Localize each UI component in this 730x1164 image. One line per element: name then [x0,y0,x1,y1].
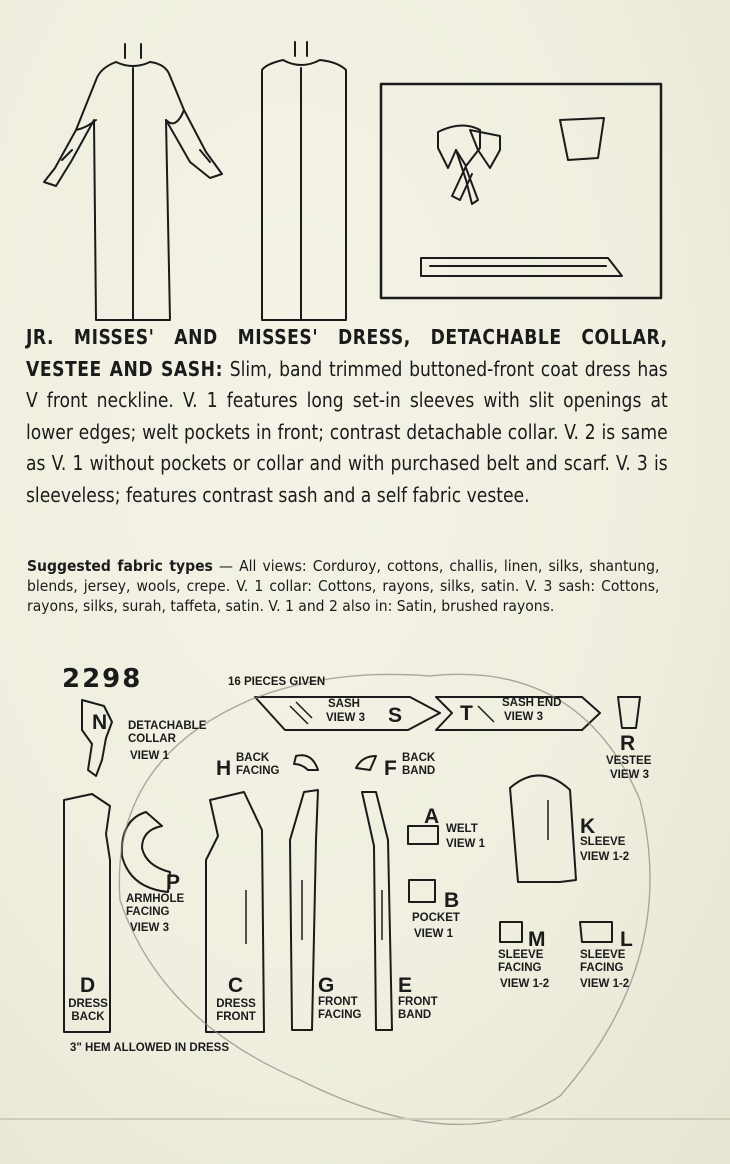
piece-l-letter: L [620,928,633,951]
dress-back-view-sleeveless [261,41,347,321]
piece-b-shape [408,879,436,903]
piece-g-letter: G [318,974,335,997]
piece-h-shape [293,754,319,771]
pattern-description: JR. MISSES' AND MISSES' DRESS, DETACHABL… [26,322,668,511]
piece-k-shape [509,774,577,883]
piece-m-view: VIEW 1-2 [500,978,550,990]
piece-f-letter: F [384,757,397,780]
piece-h-name: BACK FACING [236,752,280,777]
piece-g-shape [289,789,319,1031]
piece-m-shape [499,921,523,943]
fabric-lead: Suggested fabric types [27,557,213,575]
piece-s-view: VIEW 3 [326,712,365,724]
piece-l-shape [579,921,613,943]
piece-d-letter: D [80,974,96,997]
piece-g-name: FRONT FACING [318,996,362,1021]
piece-n-view: VIEW 1 [130,750,169,762]
piece-n-name-text: DETACHABLE COLLAR [128,720,207,745]
piece-t-view: VIEW 3 [504,711,543,723]
piece-p-letter: P [166,871,181,894]
piece-r-view: VIEW 3 [610,769,649,781]
piece-k-name: SLEEVE [580,836,626,848]
bottom-rule [0,1118,730,1120]
piece-e-name: FRONT BAND [398,996,438,1021]
piece-p-name: ARMHOLE FACING [126,893,185,918]
piece-t-shape [435,696,601,731]
piece-l-view: VIEW 1-2 [580,978,630,990]
piece-p-shape [120,811,171,893]
piece-c-shape [205,791,265,1033]
piece-t-letter: T [460,702,473,725]
piece-n-name: DETACHABLE COLLAR [128,720,220,746]
dress-back-view-sleeved [43,43,223,321]
piece-e-shape [361,791,393,1031]
piece-r-name: VESTEE [606,755,652,767]
piece-h-letter: H [216,757,232,780]
description-title: JR. MISSES' AND MISSES' DRESS, DETACHABL… [26,325,668,381]
pencil-loop [118,673,651,1126]
piece-f-shape [355,755,377,771]
piece-f-name: BACK BAND [402,752,436,777]
piece-a-view: VIEW 1 [446,838,485,850]
piece-r-shape [617,696,641,729]
piece-a-letter: A [424,805,440,828]
piece-t-name: SASH END [502,697,562,709]
piece-b-view: VIEW 1 [414,928,453,940]
piece-n-shape [81,699,113,777]
hem-note: 3" HEM ALLOWED IN DRESS [70,1042,230,1054]
piece-n-letter: N [92,711,108,734]
description-body: Slim, band trimmed buttoned-front coat d… [26,356,668,507]
piece-d-shape [63,793,111,1033]
fabric-suggestions: Suggested fabric types — All views: Cord… [27,556,659,616]
piece-a-name: WELT [446,823,478,835]
fabric-text: — All views: Corduroy, cottons, challis,… [27,557,660,615]
piece-s-letter: S [388,704,403,727]
piece-s-name: SASH [328,698,360,710]
piece-d-name: DRESS BACK [68,998,108,1023]
piece-s-shape [254,696,441,731]
piece-b-name: POCKET [412,912,460,924]
piece-r-letter: R [620,732,636,755]
piece-c-letter: C [228,974,244,997]
piece-l-name: SLEEVE FACING [580,949,626,974]
piece-m-letter: M [528,928,546,951]
piece-p-view: VIEW 3 [130,922,169,934]
piece-c-name: DRESS FRONT [216,998,256,1023]
piece-m-name: SLEEVE FACING [498,949,544,974]
piece-k-letter: K [580,815,596,838]
accessories-box [379,82,663,300]
pattern-number: 2298 [62,664,143,694]
pieces-given-label: 16 PIECES GIVEN [228,676,326,688]
piece-a-shape [407,825,439,845]
piece-k-view: VIEW 1-2 [580,851,630,863]
piece-e-letter: E [398,974,413,997]
piece-b-letter: B [444,889,460,912]
